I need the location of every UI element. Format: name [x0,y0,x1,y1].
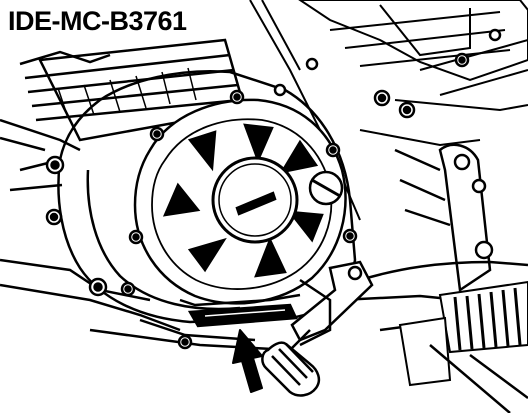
figure-id-label: IDE-MC-B3761 [8,6,187,36]
oil-filler-cap [308,170,344,206]
crankcase [0,70,357,352]
lower-crankcase [139,278,332,347]
gearshift-lever [261,260,528,413]
bolts [45,28,502,350]
generator-cover [133,98,347,305]
up-arrow-icon [232,329,263,393]
footpeg [398,280,528,387]
